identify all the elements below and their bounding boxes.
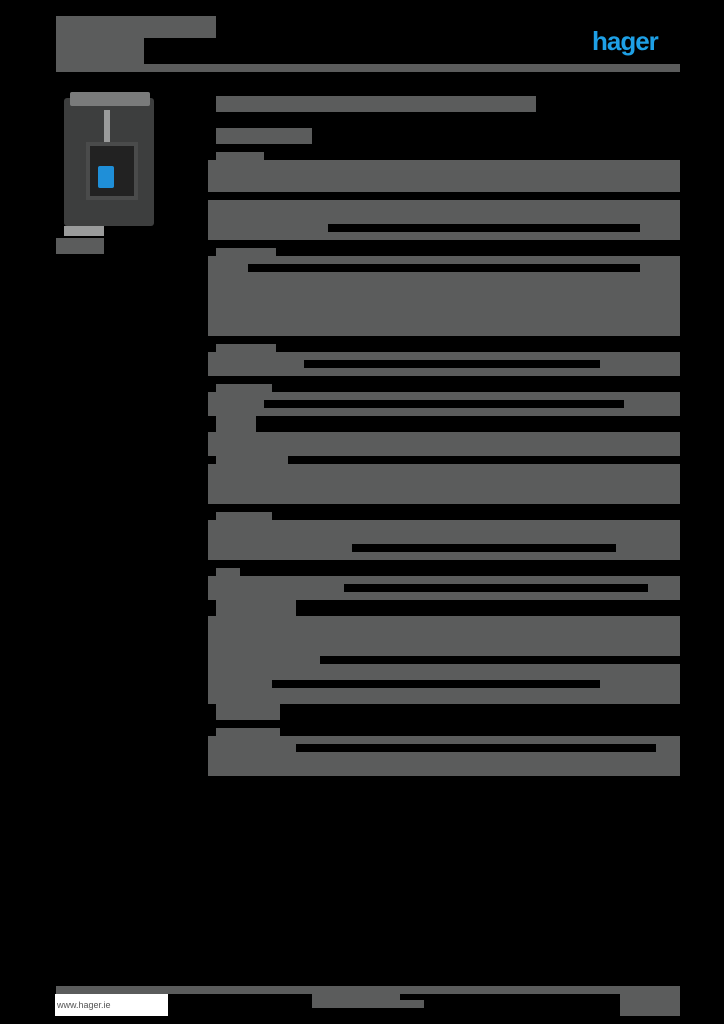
product-title (216, 96, 536, 112)
header-divider (56, 64, 680, 72)
footer-divider (56, 986, 680, 994)
image-caption (56, 238, 104, 254)
section-subtitle (216, 128, 312, 144)
footer-page-info (620, 994, 680, 1016)
footer-center-text (400, 1000, 424, 1008)
website-link[interactable]: www.hager.ie (55, 994, 168, 1016)
product-image (64, 92, 154, 236)
footer-center-text (312, 994, 400, 1008)
hager-logo: hager (592, 26, 659, 56)
